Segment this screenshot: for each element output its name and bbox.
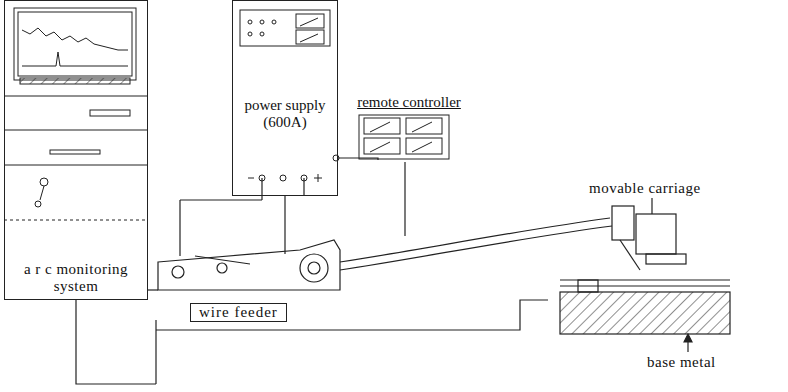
meter-panel — [358, 114, 450, 160]
node-label: power supply (600A) — [239, 97, 331, 131]
part-label: movable carriage — [588, 180, 702, 197]
monitoring-cabinet: a r c monitoring system — [4, 0, 148, 300]
power-supply-box: power supply (600A) — [232, 0, 338, 196]
wire-feeder: wire feeder — [150, 230, 346, 322]
remote-controller: remote controller — [352, 94, 466, 162]
node-label: remote controller — [352, 94, 466, 111]
node-label: a r c monitoring system — [23, 261, 129, 295]
cable-line — [148, 289, 158, 290]
node-label: wire feeder — [190, 303, 287, 322]
cable-line — [284, 196, 285, 254]
part-label: base metal — [646, 354, 717, 371]
